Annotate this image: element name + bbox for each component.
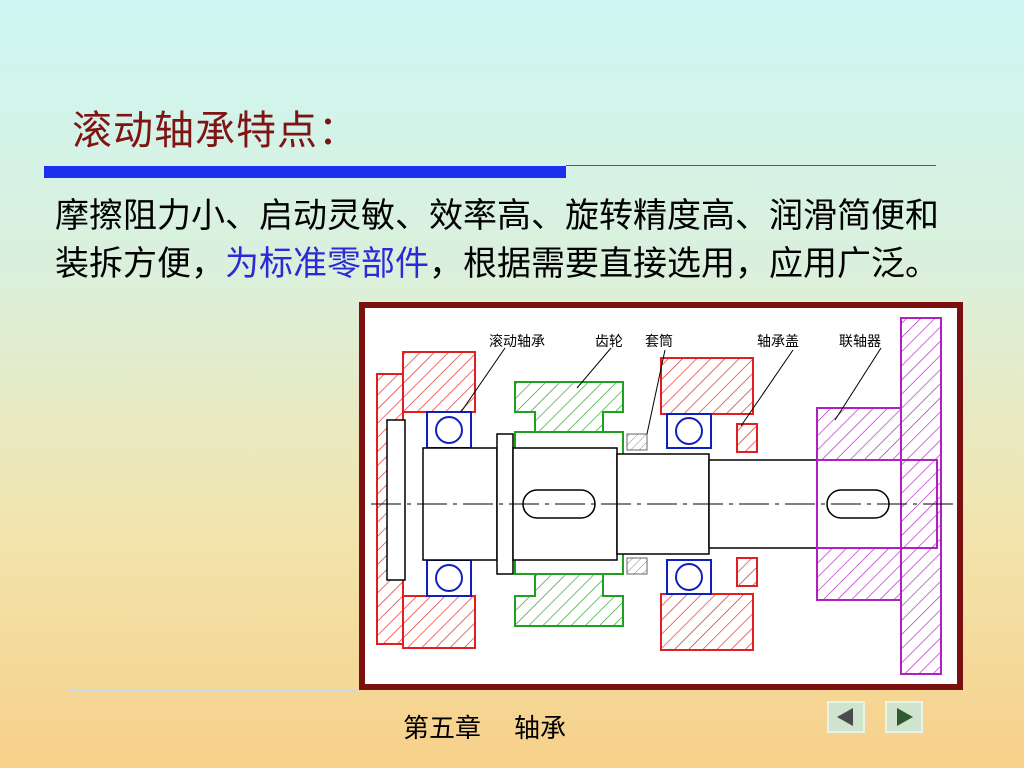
- label-bearing-cover: 轴承盖: [757, 334, 799, 350]
- label-rolling-bearing: 滚动轴承: [489, 333, 545, 350]
- shaft-assembly-figure: 滚动轴承 齿轮 套筒 轴承盖 联轴器: [359, 302, 963, 690]
- body-text-highlight: 为标准零部件: [225, 244, 429, 284]
- sleeve: [626, 433, 648, 451]
- left-housing: [376, 351, 476, 649]
- label-sleeve: 套筒: [645, 333, 673, 350]
- slide-title: 滚动轴承特点：: [72, 108, 359, 154]
- next-slide-button[interactable]: [885, 701, 923, 733]
- triangle-right-icon: [897, 708, 913, 726]
- body-text-part1: 摩擦阻力小、启动灵敏、效率高、旋转精度高、润滑简便和装拆方便，: [55, 196, 939, 284]
- title-underline-bar: [44, 166, 566, 178]
- label-gear: 齿轮: [595, 334, 623, 350]
- title-underline-rule: [566, 165, 936, 166]
- body-text-part2: ，根据需要直接选用，应用广泛。: [429, 244, 939, 284]
- slide-body: 摩擦阻力小、启动灵敏、效率高、旋转精度高、润滑简便和装拆方便，为标准零部件，根据…: [55, 192, 945, 288]
- leader-lines: [460, 347, 882, 435]
- label-coupling: 联轴器: [839, 334, 881, 350]
- triangle-left-icon: [837, 708, 853, 726]
- previous-slide-button[interactable]: [827, 701, 865, 733]
- footer-rule: [68, 690, 358, 691]
- coupling: [816, 317, 942, 675]
- footer-chapter: 第五章 轴承: [403, 714, 567, 744]
- left-bearing: [426, 411, 472, 597]
- sleeve-lower: [626, 557, 648, 575]
- right-bearing: [666, 413, 712, 595]
- right-housing: [660, 357, 758, 651]
